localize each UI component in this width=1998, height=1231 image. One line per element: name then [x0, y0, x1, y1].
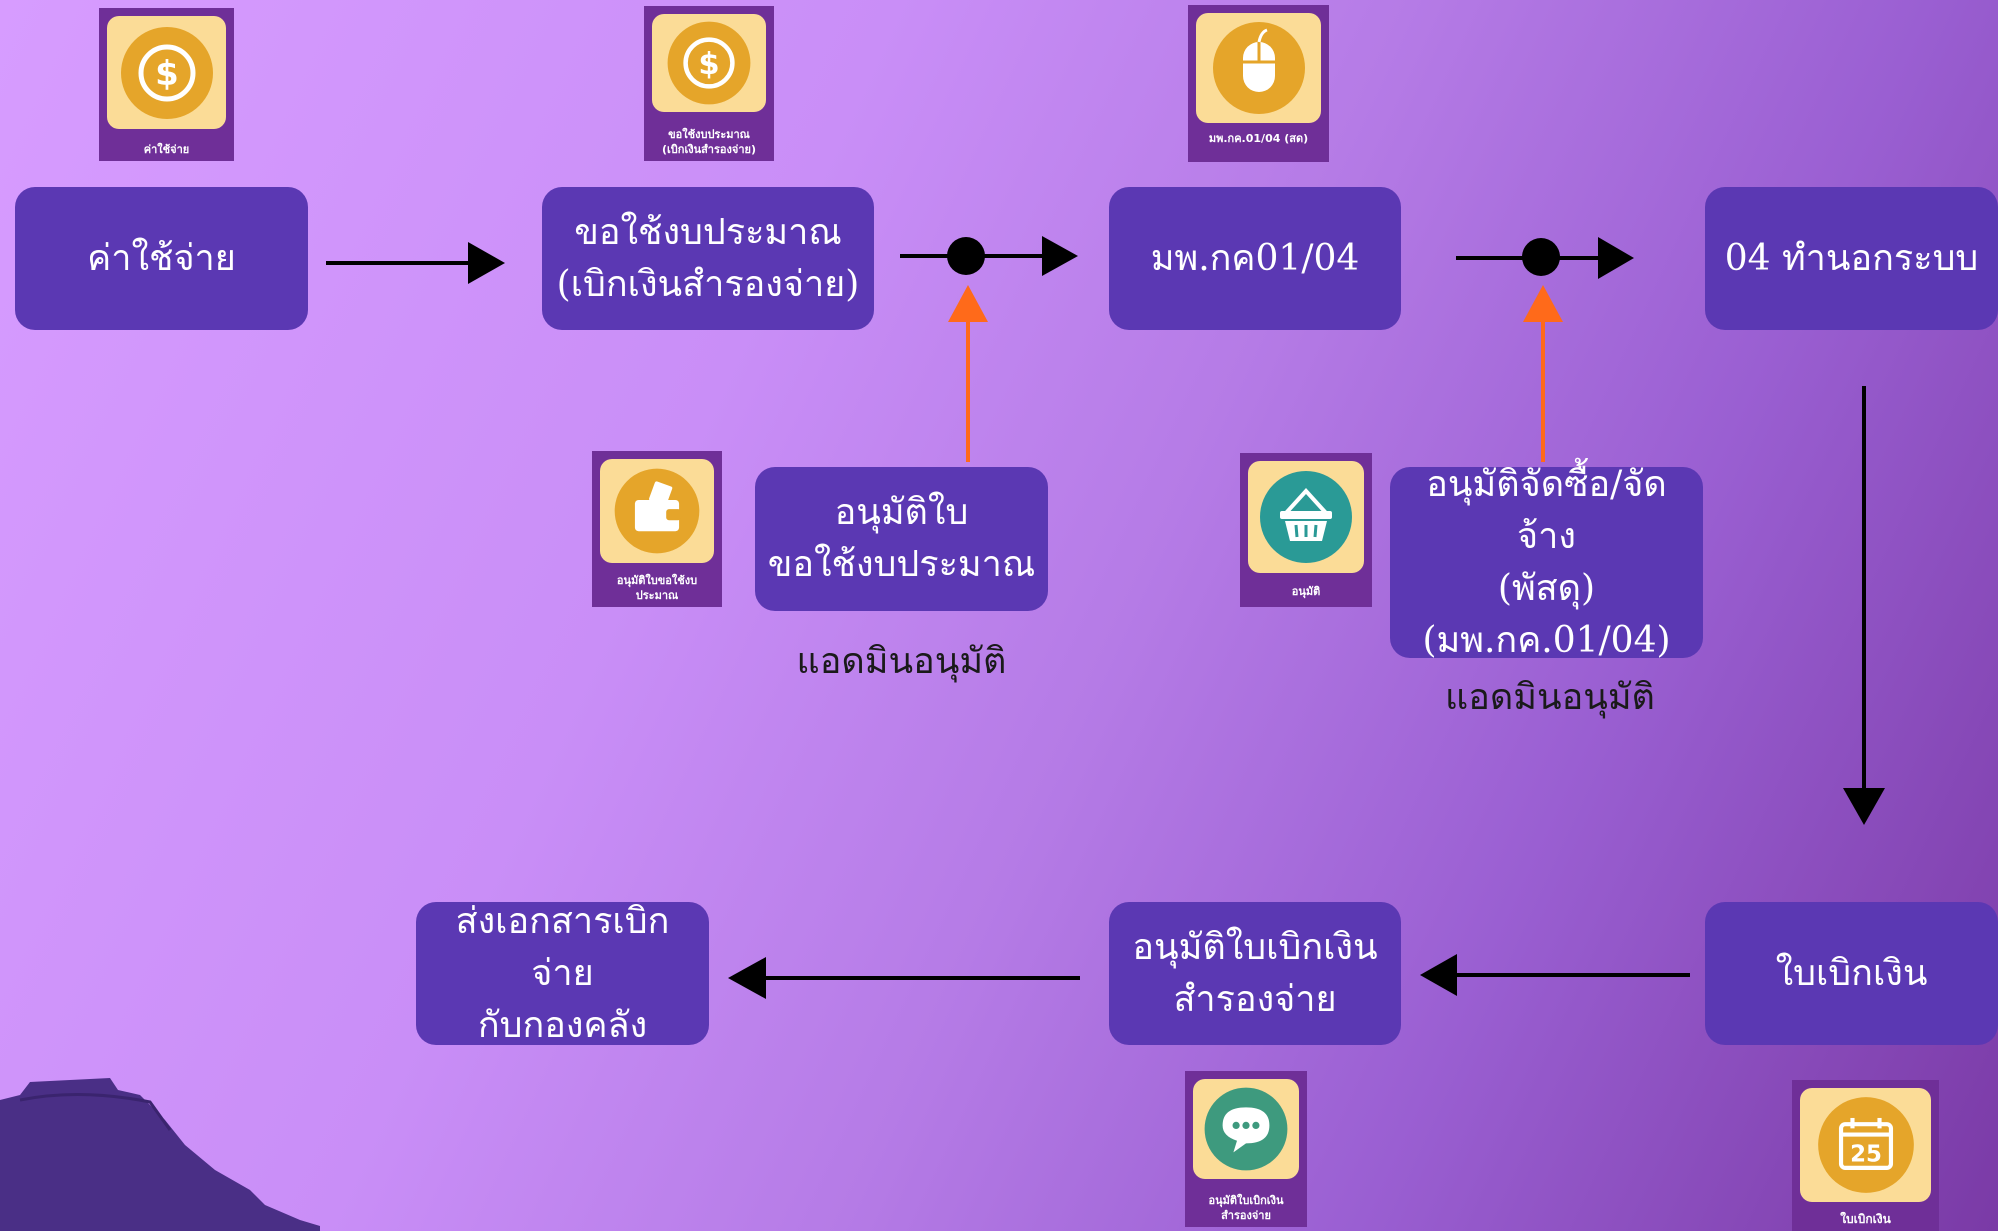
node-budget-request: ขอใช้งบประมาณ (เบิกเงินสำรองจ่าย): [542, 187, 874, 330]
mouse-icon: [1212, 22, 1305, 114]
tile-approve-withdrawal-caption: อนุมัติใบเบิกเงิน สำรองจ่าย: [1208, 1194, 1284, 1222]
node-send-docs: ส่งเอกสารเบิกจ่าย กับกองคลัง: [416, 901, 709, 1046]
tile-approve-caption: อนุมัติ: [1291, 585, 1321, 598]
tile-approve-withdrawal: อนุมัติใบเบิกเงิน สำรองจ่าย: [1185, 1071, 1307, 1227]
node-withdrawal-slip: ใบเบิกเงิน: [1705, 902, 1998, 1045]
tile-withdrawal-slip: 25 ใบเบิกเงิน: [1792, 1080, 1939, 1231]
node-approve-withdrawal: อนุมัติใบเบิกเงิน สำรองจ่าย: [1109, 902, 1401, 1045]
calendar-day: 25: [1850, 1142, 1882, 1168]
tile-budget-request: $ ขอใช้งบประมาณ (เบิกเงินสำรองจ่าย): [644, 6, 774, 161]
node-approve-procurement: อนุมัติจัดซื้อ/จัดจ้าง (พัสดุ) (มพ.กค.01…: [1390, 464, 1703, 661]
node-out-of-system: 04 ทำนอกระบบ: [1705, 187, 1998, 330]
temple-silhouette: [0, 1078, 320, 1231]
admin-approve-note-1: แอดมินอนุมัติ: [796, 641, 1007, 682]
svg-text:$: $: [155, 54, 179, 94]
chat-bubble-icon: [1204, 1087, 1288, 1171]
dollar-coin-icon: $: [667, 21, 751, 105]
tile-withdrawal-slip-caption: ใบเบิกเงิน: [1840, 1212, 1891, 1226]
basket-icon: [1260, 471, 1352, 563]
node-expense: ค่าใช้จ่าย: [15, 187, 308, 330]
node-mp-kk: มพ.กค01/04: [1109, 187, 1401, 330]
tile-approve-budget-caption: อนุมัติใบขอใช้งบ ประมาณ: [616, 574, 698, 602]
wallet-icon: [614, 468, 700, 554]
tile-approve: อนุมัติ: [1240, 453, 1372, 607]
tile-expense: $ ค่าใช้จ่าย: [99, 8, 234, 161]
tile-expense-caption: ค่าใช้จ่าย: [143, 143, 190, 156]
node-approve-budget: อนุมัติใบ ขอใช้งบประมาณ: [755, 467, 1048, 611]
dollar-coin-icon: $: [120, 26, 213, 119]
calendar-icon: 25: [1817, 1097, 1914, 1193]
admin-approve-note-2: แอดมินอนุมัติ: [1445, 677, 1655, 718]
tile-mp-kk-caption: มพ.กค.01/04 (สด): [1208, 132, 1309, 145]
tile-approve-budget: อนุมัติใบขอใช้งบ ประมาณ: [592, 451, 722, 607]
tile-budget-request-caption: ขอใช้งบประมาณ (เบิกเงินสำรองจ่าย): [662, 128, 756, 156]
svg-text:$: $: [698, 47, 719, 82]
tile-mp-kk: มพ.กค.01/04 (สด): [1188, 5, 1329, 162]
